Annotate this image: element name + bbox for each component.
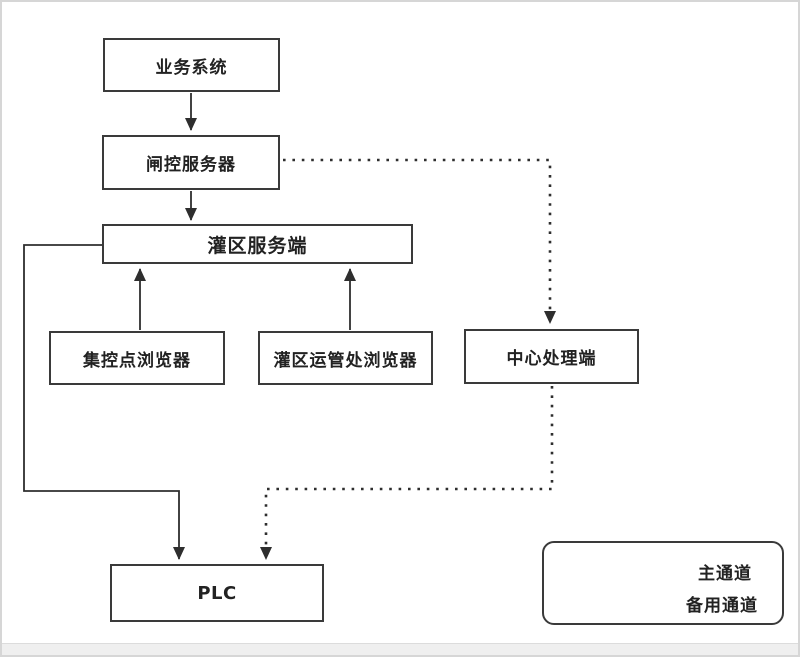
legend-backup-channel-label: 备用通道	[686, 596, 758, 616]
node-central-processing-end: 中心处理端	[464, 329, 639, 384]
node-irrigation-area-server: 灌区服务端	[102, 224, 413, 264]
node-gate-control-server-label: 闸控服务器	[146, 155, 236, 175]
node-irrigation-ops-browser: 灌区运管处浏览器	[258, 331, 433, 385]
node-control-point-browser: 集控点浏览器	[49, 331, 225, 385]
edge-central-to-plc-dotted-arrow	[260, 386, 554, 560]
node-business-system-label: 业务系统	[155, 57, 228, 78]
node-gate-control-server: 闸控服务器	[102, 135, 280, 190]
node-control-point-browser-label: 集控点浏览器	[83, 350, 191, 371]
legend-box	[542, 541, 784, 625]
node-business-system: 业务系统	[103, 38, 280, 92]
node-plc: PLC	[110, 564, 324, 622]
node-central-processing-end-label: 中心处理端	[506, 349, 597, 369]
page-bottom-strip	[2, 643, 798, 655]
node-plc-label: PLC	[197, 582, 237, 604]
node-irrigation-area-server-label: 灌区服务端	[207, 234, 308, 257]
edge-irrigation-to-plc-arrow	[23, 244, 185, 560]
node-irrigation-ops-browser-label: 灌区运管处浏览器	[273, 350, 418, 371]
legend-main-channel-label: 主通道	[698, 564, 752, 584]
